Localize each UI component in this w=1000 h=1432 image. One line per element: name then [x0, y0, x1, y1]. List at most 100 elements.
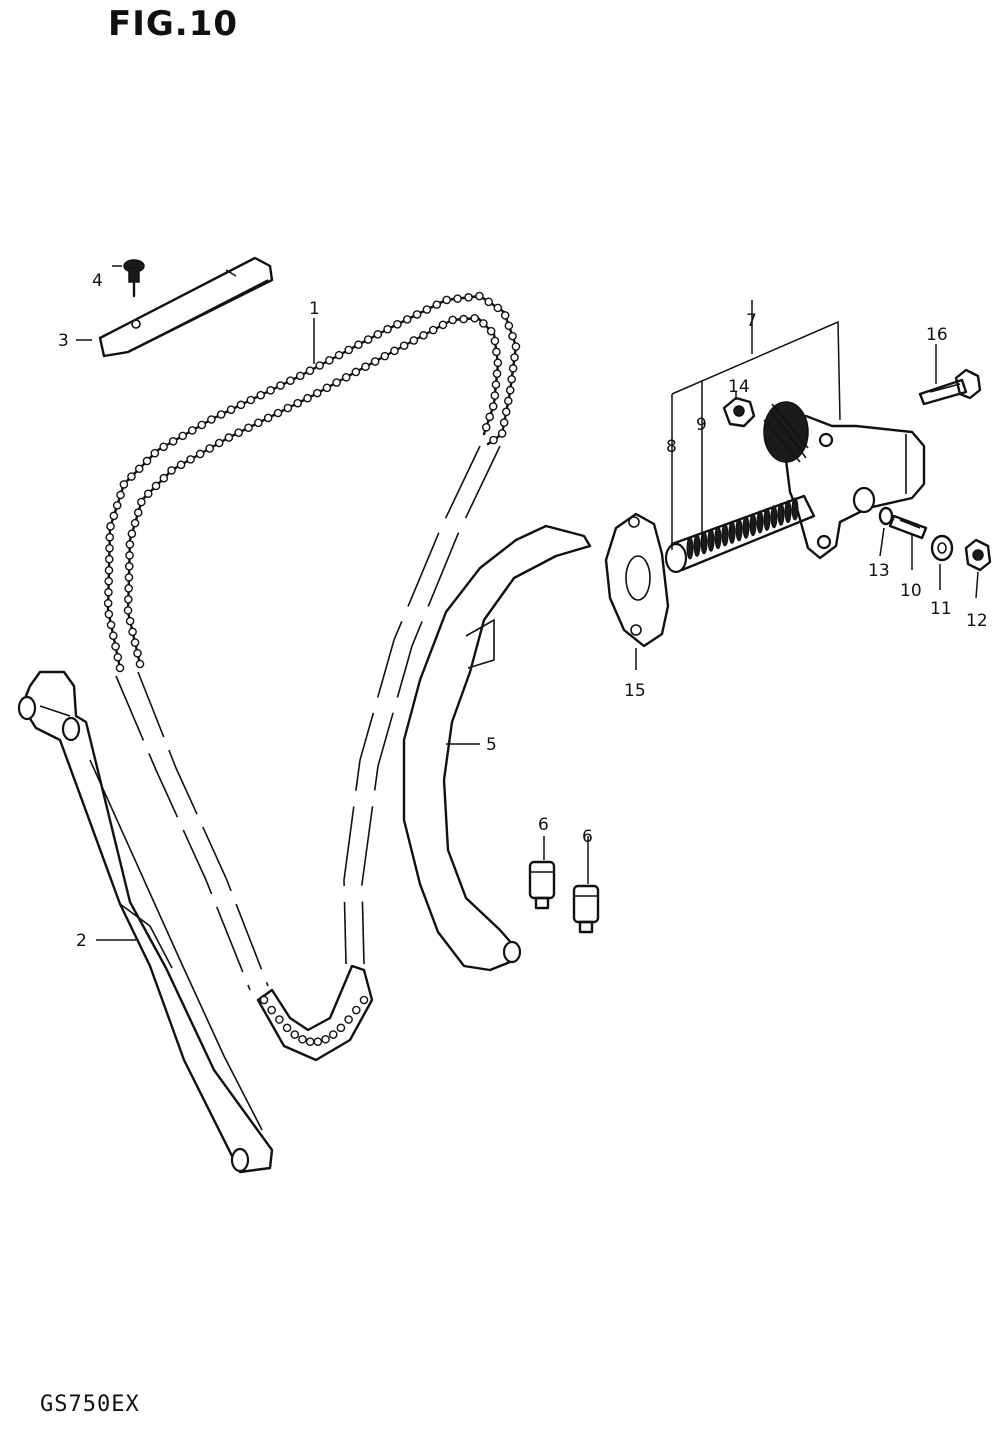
chain-link	[293, 398, 302, 408]
chain-link	[497, 429, 507, 438]
chain-link	[104, 576, 114, 586]
callout-10: 10	[900, 581, 922, 601]
chain-link	[197, 420, 207, 430]
chain-link	[124, 562, 134, 571]
spring-coil	[714, 526, 722, 550]
chain-link	[276, 381, 285, 390]
chain-link	[298, 1034, 307, 1044]
callout-4: 4	[92, 271, 103, 291]
chain-link	[489, 435, 498, 445]
chain-link	[125, 551, 134, 560]
chain-link	[508, 331, 517, 341]
part-9-spring	[686, 497, 799, 560]
model-code: GS750EX	[40, 1392, 140, 1417]
chain-link	[511, 342, 521, 351]
chain-link	[151, 481, 161, 491]
chain-link	[351, 367, 361, 377]
chain-link	[246, 395, 256, 405]
chain-link	[432, 300, 442, 309]
chain-link	[490, 391, 500, 400]
chain-link	[283, 403, 293, 413]
chain-link	[373, 330, 383, 339]
spring-coil	[742, 515, 750, 539]
chain-link	[442, 295, 451, 305]
callout-5: 5	[486, 735, 497, 755]
chain-link	[390, 346, 399, 356]
chain-link	[470, 313, 479, 323]
chain-link	[226, 405, 236, 414]
part-14-nut	[722, 396, 756, 428]
chain-link	[205, 444, 214, 453]
chain-link	[399, 341, 409, 350]
callout-13: 13	[868, 561, 890, 581]
chain-link	[402, 315, 412, 324]
spring-coil	[728, 520, 736, 544]
chain-link	[143, 489, 153, 499]
chain-link	[125, 616, 135, 626]
chain-link	[254, 418, 263, 428]
chain-link	[207, 415, 216, 424]
chain-link	[507, 374, 516, 384]
chain-link	[111, 642, 120, 651]
chain-link	[290, 1030, 300, 1039]
chain-link	[109, 631, 118, 640]
callout-12: 12	[966, 611, 988, 631]
chain-link	[303, 393, 312, 403]
spring-coil	[777, 502, 785, 526]
chain-link	[137, 497, 146, 507]
chain-link	[313, 1037, 323, 1046]
callout-7: 7	[746, 311, 757, 331]
chain-link	[124, 584, 133, 593]
chain-link	[370, 357, 380, 366]
chain-link	[510, 353, 519, 362]
chain-run-right	[343, 445, 501, 965]
chain-link	[104, 554, 114, 564]
chain-link	[130, 638, 140, 647]
chain-link	[393, 319, 402, 329]
chain-link	[500, 311, 510, 320]
chain-link	[109, 511, 119, 521]
chain-link	[104, 565, 114, 575]
chain-link	[186, 455, 195, 464]
chain-link	[336, 1023, 346, 1033]
chain-link	[488, 402, 498, 411]
spring-coil	[756, 510, 764, 534]
part-10-stud	[888, 514, 928, 540]
part-15-gasket	[604, 512, 670, 648]
chain-link	[286, 376, 295, 386]
spring-coil	[707, 528, 715, 552]
callout-15: 15	[624, 681, 646, 701]
part-5-tensioner-guide	[402, 524, 592, 972]
chain-link	[124, 573, 134, 582]
callout-11: 11	[930, 599, 952, 619]
chain-link	[159, 442, 168, 452]
chain-link	[142, 456, 152, 466]
part-3-upper-chain-guide	[98, 256, 274, 358]
chain-link	[187, 426, 197, 435]
chain-link	[492, 347, 501, 357]
chain-link	[361, 362, 370, 371]
spring-coil	[791, 497, 799, 521]
chain-link	[134, 464, 144, 474]
chain-link	[321, 1034, 330, 1044]
part-1-cam-chain	[103, 291, 521, 1062]
chain-link	[159, 473, 169, 483]
chain-link	[328, 1030, 338, 1039]
chain-link	[448, 315, 458, 325]
chain-link	[499, 418, 509, 427]
callout-8: 8	[666, 437, 677, 457]
chain-link	[419, 330, 428, 340]
chain-link	[305, 366, 315, 375]
chain-link	[275, 1015, 284, 1024]
chain-link	[116, 490, 125, 500]
chain-link	[464, 293, 473, 302]
chain-link	[322, 383, 332, 393]
chain-link	[195, 449, 205, 459]
chain-link	[344, 1015, 353, 1024]
callout-9: 9	[696, 415, 707, 435]
chain-link	[422, 305, 432, 314]
chain-link	[104, 587, 113, 597]
chain-link	[334, 350, 344, 360]
chain-link	[236, 400, 246, 410]
